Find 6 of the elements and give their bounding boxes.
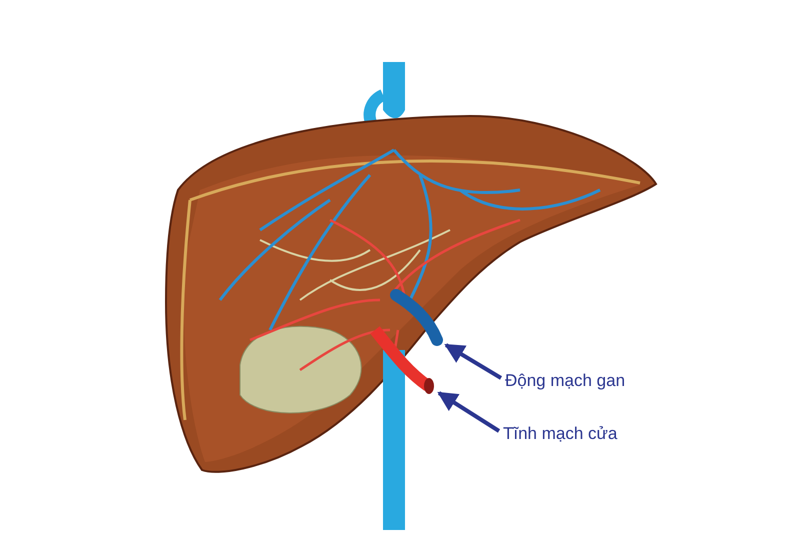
leader-arrow bbox=[444, 343, 502, 380]
blood-vessel-end bbox=[370, 326, 434, 394]
blood-vessel-end bbox=[390, 289, 443, 346]
part-label: Tĩnh mạch cửa bbox=[503, 424, 618, 444]
leader-arrow bbox=[437, 391, 500, 433]
part-label: Động mạch gan bbox=[505, 371, 626, 391]
